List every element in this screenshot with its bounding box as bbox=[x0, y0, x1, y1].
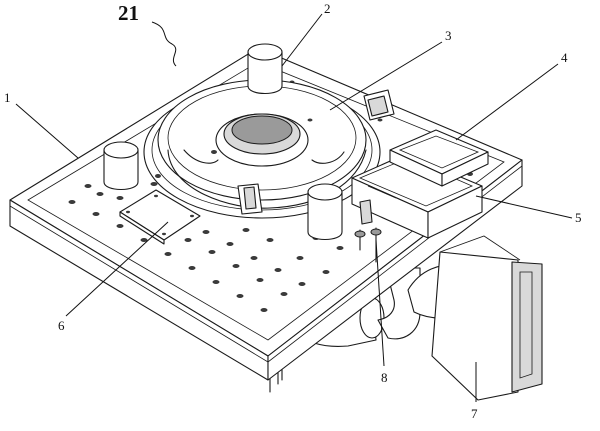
callout-7: 7 bbox=[471, 406, 478, 421]
callout-leaders bbox=[15, 13, 573, 402]
figure-leader bbox=[151, 21, 177, 67]
callout-4: 4 bbox=[561, 50, 568, 65]
callout-5: 5 bbox=[575, 210, 582, 225]
exhaust-assembly bbox=[205, 235, 543, 401]
tray-4 bbox=[389, 129, 489, 187]
callout-3: 3 bbox=[445, 28, 452, 43]
guide-posts bbox=[103, 43, 343, 241]
turntable bbox=[143, 79, 381, 219]
callout-1: 1 bbox=[4, 90, 11, 105]
turntable-clamps bbox=[237, 89, 395, 215]
callout-2: 2 bbox=[324, 1, 331, 16]
callout-8: 8 bbox=[381, 370, 388, 385]
callout-6: 6 bbox=[58, 318, 65, 333]
figure-label: 21 bbox=[118, 1, 139, 25]
control-box-5 bbox=[351, 153, 483, 239]
